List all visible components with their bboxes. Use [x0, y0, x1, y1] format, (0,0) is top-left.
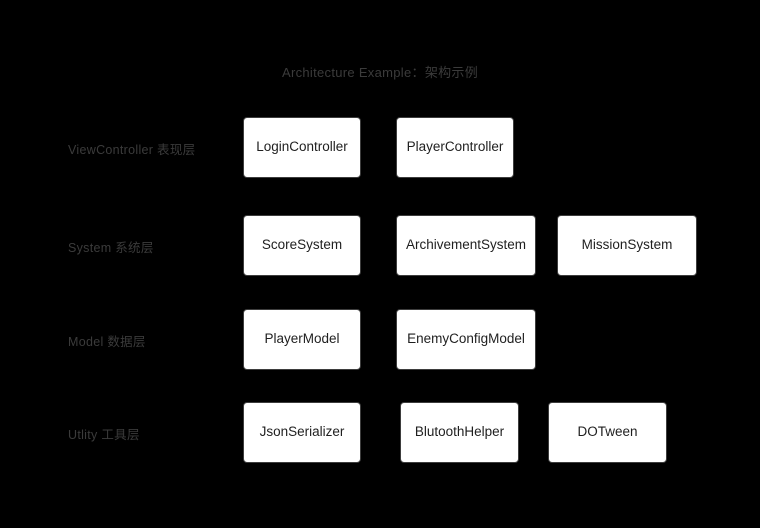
layer-label-viewcontroller: ViewController 表现层	[68, 142, 196, 157]
layer-row-utility: Utlity 工具层 JsonSerializer BlutoothHelper…	[0, 402, 760, 464]
node-score-system[interactable]: ScoreSystem	[243, 215, 361, 276]
layer-label-utility: Utlity 工具层	[68, 427, 140, 442]
layer-row-viewcontroller: ViewController 表现层 LoginController Playe…	[0, 117, 760, 179]
layer-row-model: Model 数据层 PlayerModel EnemyConfigModel	[0, 309, 760, 371]
diagram-title: Architecture Example：架构示例	[281, 65, 479, 80]
node-json-serializer[interactable]: JsonSerializer	[243, 402, 361, 463]
node-player-controller[interactable]: PlayerController	[396, 117, 514, 178]
node-blutooth-helper[interactable]: BlutoothHelper	[400, 402, 519, 463]
node-mission-system[interactable]: MissionSystem	[557, 215, 697, 276]
node-archivement-system[interactable]: ArchivementSystem	[396, 215, 536, 276]
node-enemy-config-model[interactable]: EnemyConfigModel	[396, 309, 536, 370]
layer-label-system: System 系统层	[68, 240, 154, 255]
node-player-model[interactable]: PlayerModel	[243, 309, 361, 370]
layer-row-system: System 系统层 ScoreSystem ArchivementSystem…	[0, 215, 760, 277]
node-dotween[interactable]: DOTween	[548, 402, 667, 463]
layer-label-model: Model 数据层	[68, 334, 146, 349]
node-login-controller[interactable]: LoginController	[243, 117, 361, 178]
